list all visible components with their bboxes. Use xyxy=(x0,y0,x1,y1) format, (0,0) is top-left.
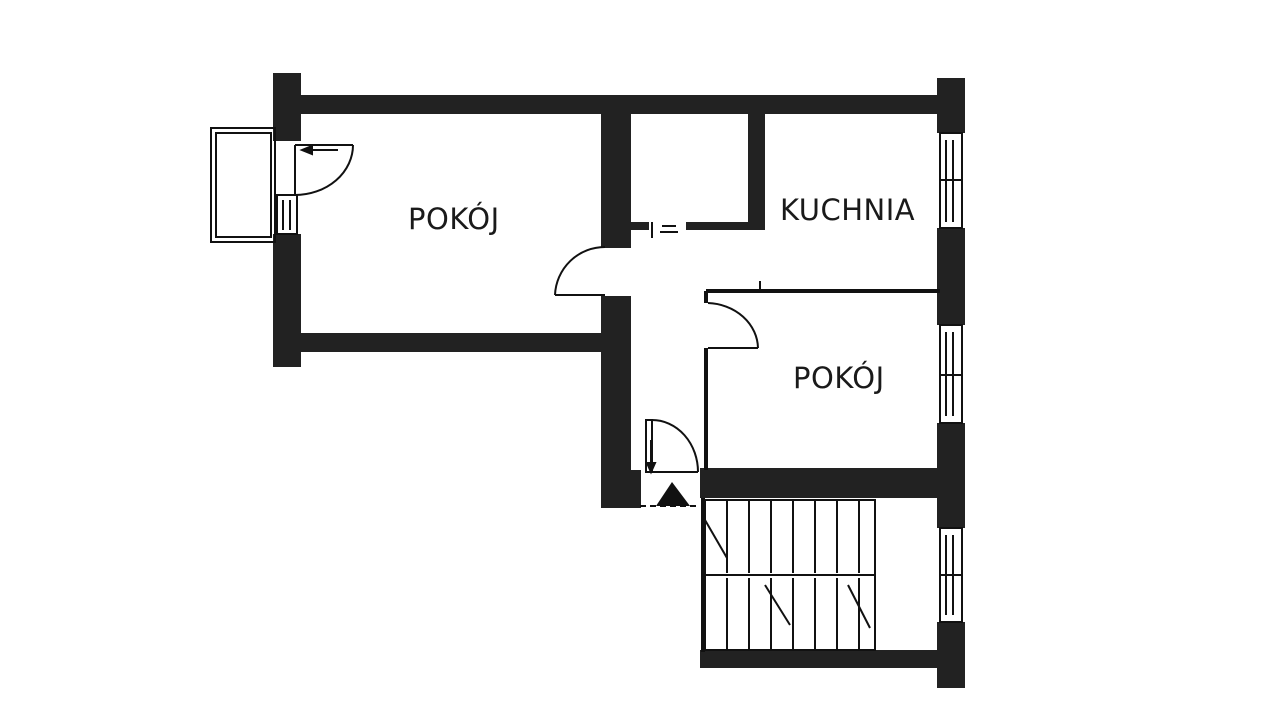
arrow-icon xyxy=(299,144,313,156)
balcony xyxy=(210,127,298,243)
wall-left-upper xyxy=(273,73,301,141)
arrow-down-icon xyxy=(645,462,657,475)
room-label-right: POKÓJ xyxy=(793,361,885,395)
windows-right xyxy=(939,132,963,623)
door-right-room xyxy=(707,302,759,349)
wall-ticks xyxy=(651,222,761,291)
thin-walls xyxy=(701,289,940,652)
window-staircase xyxy=(939,527,963,623)
stairs-upper xyxy=(704,500,860,573)
wall-closet-bottom-left xyxy=(631,222,649,230)
wall-stair-top xyxy=(700,468,965,498)
wall-closet-bottom xyxy=(686,222,765,230)
doors xyxy=(294,144,759,475)
inner-walls xyxy=(601,114,965,668)
wall-partition-upper xyxy=(601,114,631,248)
window-room-right xyxy=(939,324,963,424)
balcony-window xyxy=(276,194,298,235)
wall-stair-bottom xyxy=(700,650,965,668)
room-label-left: POKÓJ xyxy=(408,202,500,236)
staircase xyxy=(704,499,876,651)
wall-left-room-bottom xyxy=(285,333,620,352)
wall-right-mid1 xyxy=(937,228,965,325)
wall-closet-right xyxy=(748,114,765,230)
wall-entrance-left xyxy=(601,470,641,508)
stairs-lower xyxy=(726,578,871,650)
door-balcony xyxy=(294,144,354,196)
room-label-kitchen: KUCHNIA xyxy=(780,193,915,227)
wall-right-top xyxy=(937,78,965,133)
outer-walls xyxy=(273,73,965,688)
entrance-triangle-icon xyxy=(656,482,690,506)
door-entrance xyxy=(645,419,699,475)
window-kitchen xyxy=(939,132,963,229)
door-left-room xyxy=(554,245,606,296)
balcony-outline xyxy=(210,127,276,243)
wall-top xyxy=(285,95,953,114)
